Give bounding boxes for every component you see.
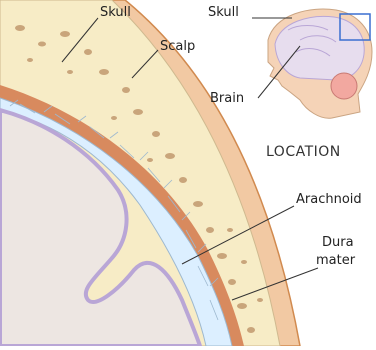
dura-mater-label-line2: mater: [316, 254, 355, 269]
arachnoid-label: Arachnoid: [296, 193, 362, 208]
inset-brain: [275, 16, 364, 80]
head-location-inset: [252, 9, 372, 118]
skull-label: Skull: [100, 6, 131, 21]
inset-cerebellum: [331, 73, 357, 99]
dura-mater-label-line1: Dura: [322, 236, 354, 251]
inset-skull-label: Skull: [208, 6, 239, 21]
scalp-label: Scalp: [160, 40, 195, 55]
location-caption: LOCATION: [266, 144, 341, 160]
inset-brain-label: Brain: [210, 92, 244, 107]
